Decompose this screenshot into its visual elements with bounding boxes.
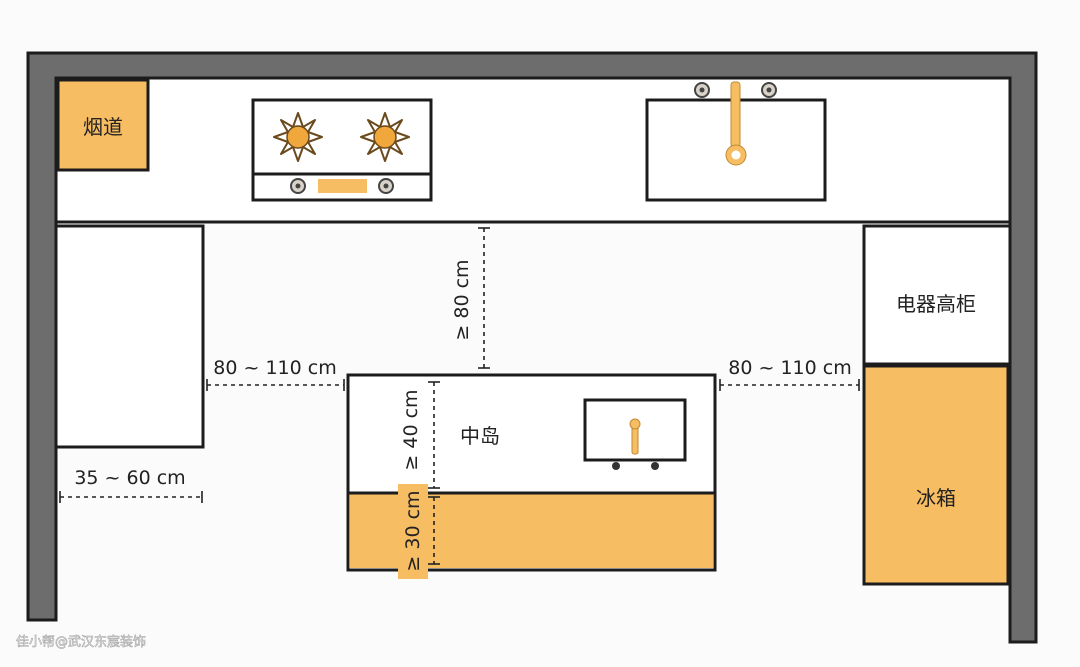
island-faucet-icon [629, 418, 641, 455]
stove-display [318, 179, 367, 193]
dim-label-right-aisle: 80 ~ 110 cm [728, 357, 851, 379]
island-label: 中岛 [460, 424, 500, 448]
flue-box [56, 78, 150, 172]
burner-left-icon [273, 112, 323, 162]
island-sink-basin [583, 398, 687, 462]
tall-cabinet [862, 224, 1012, 366]
dim-label-cabinet-depth: 35 ~ 60 cm [74, 467, 185, 489]
fridge [862, 364, 1010, 586]
dim-label-island-work-depth: ≥ 40 cm [400, 389, 422, 470]
watermark: 佳小帮@武汉东宸装饰 [16, 634, 146, 650]
left-cabinet [54, 224, 205, 449]
dimension-lines [59, 227, 860, 565]
tall-cabinet-label: 电器高柜 [896, 292, 976, 316]
flue-label: 烟道 [83, 115, 123, 139]
overhang-label-patch [398, 484, 428, 579]
island-sink-foot-left [612, 462, 620, 470]
stove-control-panel [290, 178, 394, 194]
faucet-icon [725, 81, 747, 166]
dim-label-aisle-to-counter: ≥ 80 cm [451, 259, 473, 340]
back-counter [54, 76, 1012, 224]
burner-right-icon [360, 112, 410, 162]
dim-label-left-aisle: 80 ~ 110 cm [213, 357, 336, 379]
main-sink [645, 81, 827, 202]
fridge-label: 冰箱 [916, 486, 956, 510]
island-sink [583, 398, 687, 470]
stove [251, 98, 433, 202]
dim-label-island-overhang: ≥ 30 cm [402, 490, 424, 571]
island-sink-foot-right [651, 462, 659, 470]
